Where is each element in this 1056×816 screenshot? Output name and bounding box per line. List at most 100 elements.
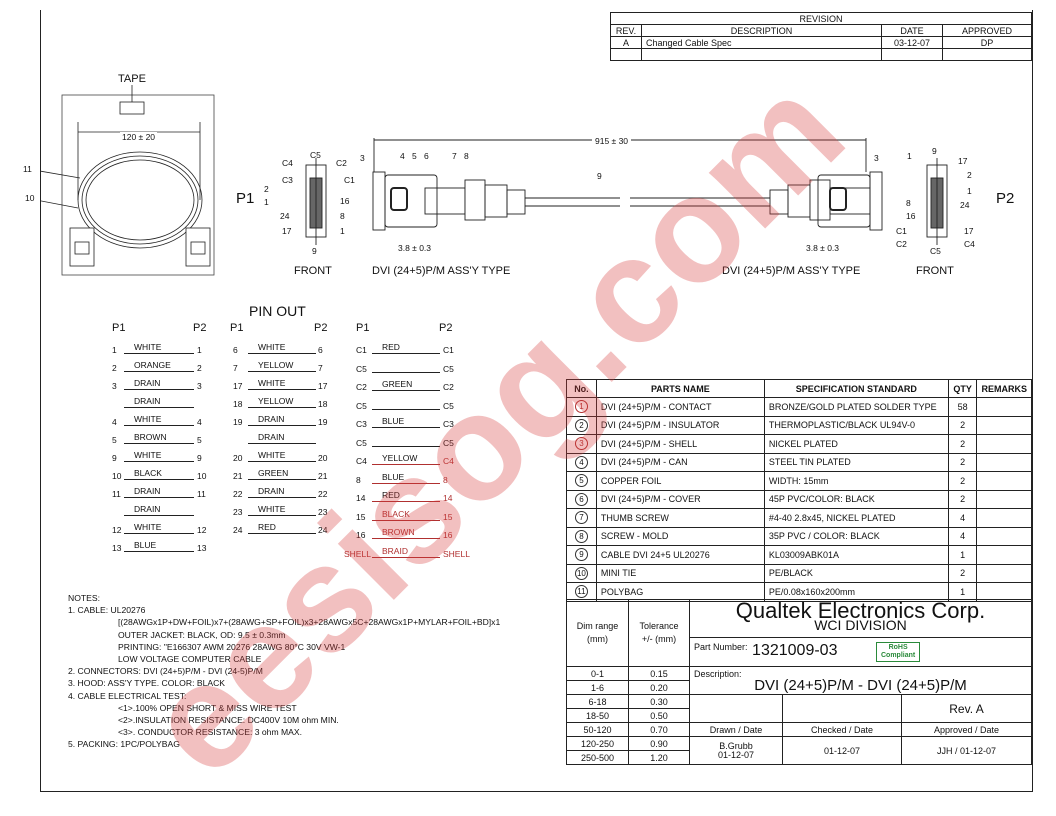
rohs-line1: RoHS <box>888 644 908 652</box>
checked-date: 01-12-07 <box>782 736 902 765</box>
part-number-label: Part Number: <box>694 641 748 652</box>
p1-pin-label: C4 <box>282 158 293 168</box>
pinout-p1-pin: 24 <box>233 525 243 535</box>
part-remarks-cell <box>976 508 1032 528</box>
pinout-p1-pin: 17 <box>233 381 243 391</box>
pinout-p2-pin: 4 <box>197 417 202 427</box>
part-remarks-cell <box>976 526 1032 546</box>
pinout-p2-pin: 16 <box>443 530 453 540</box>
note-line: <1>.100% OPEN SHORT & MISS WIRE TEST <box>118 702 297 713</box>
pinout-wire <box>372 519 440 521</box>
part-qty-cell: 58 <box>947 397 978 417</box>
p1-front-view <box>305 158 327 245</box>
pinout-wire <box>124 479 194 480</box>
pinout-wire <box>372 353 440 354</box>
drawn-label: Drawn / Date <box>689 722 783 737</box>
description-label: Description: <box>694 669 742 679</box>
p1-pin-label: 16 <box>340 196 350 206</box>
part-spec-cell: WIDTH: 15mm <box>763 471 949 491</box>
pinout-p1-pin: 7 <box>233 363 238 373</box>
part-qty-cell: 2 <box>947 471 978 491</box>
approved-cell: DP <box>942 36 1032 49</box>
description-text: DVI (24+5)P/M - DVI (24+5)P/M <box>754 677 967 694</box>
note-line: <2>.INSULATION RESISTANCE: DC400V 10M oh… <box>118 715 339 726</box>
pinout-title: PIN OUT <box>249 303 306 319</box>
rev-text: Rev. A <box>901 694 1032 723</box>
pinout-p1-pin: 18 <box>233 399 243 409</box>
callout-5: 5 <box>412 151 417 161</box>
p2-pin-label: 17 <box>964 226 974 236</box>
pinout-wire-color: BRAID <box>382 545 408 556</box>
pinout-wire <box>124 443 194 444</box>
tol-value-6: 1.20 <box>628 750 690 765</box>
p1-pin-label: C2 <box>336 158 347 168</box>
coiled-cable-view <box>40 85 215 276</box>
tol-value-2: 0.30 <box>628 694 690 709</box>
pinout-p2-pin: 2 <box>197 363 202 373</box>
assy-type-p2: DVI (24+5)P/M ASS'Y TYPE <box>722 265 861 277</box>
pinout-p1-pin: 16 <box>356 530 366 540</box>
note-line: 1. CABLE: UL20276 <box>68 605 146 616</box>
pinout-wire <box>372 482 440 484</box>
p2-pin-label: 1 <box>967 186 972 196</box>
p2-pin-label: C5 <box>930 246 941 256</box>
pinout-p1-pin: 3 <box>112 381 117 391</box>
pinout-p2-pin: 1 <box>197 345 202 355</box>
callout-8: 8 <box>464 151 469 161</box>
pinout-wire-color: DRAIN <box>134 378 161 388</box>
part-number-cell: 6 <box>566 489 597 509</box>
part-number-cell: 1 <box>566 397 597 417</box>
part-number-circle: 4 <box>574 455 588 469</box>
part-number-circle: 3 <box>574 437 588 451</box>
pinout-wire-color: BLUE <box>382 471 405 482</box>
part-remarks-cell <box>976 434 1032 454</box>
pinout-wire <box>372 556 440 558</box>
desc-header: DESCRIPTION <box>641 24 882 37</box>
pinout-p1-pin: 22 <box>233 489 243 499</box>
pinout-wire <box>124 425 194 426</box>
revision-title: REVISION <box>610 12 1032 25</box>
p1-pin-label: 17 <box>282 226 292 236</box>
pinout-wire-color: YELLOW <box>258 396 294 406</box>
part-qty-cell: 2 <box>947 563 978 583</box>
part-number-circle: 8 <box>574 529 588 543</box>
pinout-p2-pin: 20 <box>318 453 328 463</box>
part-number-circle: 5 <box>574 474 588 488</box>
p2-pin-label: 17 <box>958 156 968 166</box>
part-spec-cell: KL03009ABK01A <box>763 545 949 565</box>
cable-drawing <box>40 85 948 276</box>
shell-dim-p1: 3.8 ± 0.3 <box>398 243 432 253</box>
part-number-circle: 9 <box>574 548 588 562</box>
pinout-wire <box>248 515 316 516</box>
part-number-circle: 10 <box>574 566 588 580</box>
pinout-wire-color: GREEN <box>258 468 289 478</box>
tol-range-5: 120-250 <box>566 736 629 751</box>
pinout-p1-pin: 14 <box>356 493 366 503</box>
date-header: DATE <box>881 24 943 37</box>
part-qty-cell: 1 <box>947 582 978 602</box>
parts-header-remarks: REMARKS <box>976 379 1032 398</box>
p1-pin-label: 9 <box>312 246 317 256</box>
pinout-wire-color: WHITE <box>258 378 286 388</box>
pinout-wire-color: WHITE <box>134 342 162 352</box>
pinout-header-p2-b: P2 <box>314 322 328 334</box>
part-remarks-cell <box>976 452 1032 472</box>
part-number-circle: 6 <box>574 492 588 506</box>
tol-range-1: 1-6 <box>566 680 629 695</box>
pinout-header-p1-a: P1 <box>112 322 126 334</box>
checked-label: Checked / Date <box>782 722 902 737</box>
p2-pin-label: 2 <box>967 170 972 180</box>
note-line: 3. HOOD: ASS'Y TYPE. COLOR: BLACK <box>68 678 226 689</box>
pinout-p2-pin: 23 <box>318 507 328 517</box>
p2-label: P2 <box>996 190 1015 207</box>
parts-header-spec: SPECIFICATION STANDARD <box>763 379 949 398</box>
pinout-p2-pin: 6 <box>318 345 323 355</box>
pinout-p1-pin: 23 <box>233 507 243 517</box>
pinout-wire <box>248 479 316 480</box>
pinout-p2-pin: C2 <box>443 382 454 392</box>
